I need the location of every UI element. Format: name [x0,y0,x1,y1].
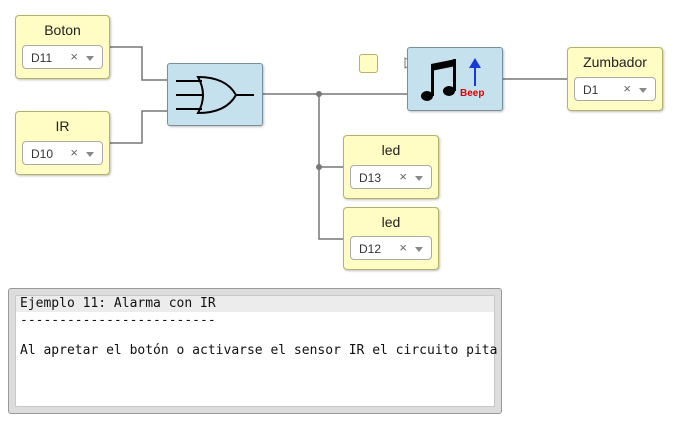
output-block-led-d13[interactable]: led D13 × [343,135,439,199]
wire-junction [316,91,322,97]
chevron-down-icon[interactable] [415,247,423,252]
buzzer-input-pin[interactable] [359,54,378,73]
block-title: Zumbador [583,54,647,70]
comment-line: Ejemplo 11: Alarma con IR [16,296,494,312]
clear-icon[interactable]: × [623,81,631,96]
chevron-down-icon[interactable] [86,56,94,61]
comment-line: Al apretar el botón o activarse el senso… [20,343,498,358]
pin-select[interactable]: D1 × [574,77,656,101]
wire-junction [316,164,322,170]
pin-value: D13 [359,171,382,185]
or-gate-icon [176,75,254,115]
or-gate-block[interactable] [167,63,263,126]
buzzer-block[interactable]: Beep [407,47,503,111]
block-title: led [381,214,401,230]
output-block-led-d12[interactable]: led D12 × [343,207,439,270]
comment-line: ------------------------- [20,313,216,328]
clear-icon[interactable]: × [399,240,407,255]
pin-value: D10 [31,147,54,161]
music-note-icon [421,58,481,101]
input-block-ir[interactable]: IR D10 × [15,111,110,175]
clear-icon[interactable]: × [70,145,78,160]
pin-select[interactable]: D11 × [22,45,103,69]
pin-select[interactable]: D13 × [350,165,432,189]
block-title: Boton [44,22,81,38]
pin-value: D11 [31,51,53,65]
pin-select[interactable]: D12 × [350,236,432,260]
beep-label: Beep [460,88,485,99]
wire-to-led-d12 [318,167,343,240]
comment-text-area[interactable]: Ejemplo 11: Alarma con IR --------------… [15,295,498,407]
pin-select[interactable]: D10 × [22,141,103,165]
arrow-up-icon [469,58,481,86]
chevron-down-icon[interactable] [415,176,423,181]
input-block-boton[interactable]: Boton D11 × [15,15,110,79]
wire-ir-to-or [110,110,167,144]
chevron-down-icon[interactable] [639,88,647,93]
comment-block[interactable]: Ejemplo 11: Alarma con IR --------------… [8,288,502,414]
chevron-down-icon[interactable] [86,152,94,157]
block-title: led [381,142,401,158]
output-block-zumbador[interactable]: Zumbador D1 × [567,47,663,111]
pin-value: D12 [359,242,382,256]
clear-icon[interactable]: × [399,169,407,184]
wire-to-led-d13 [318,94,343,168]
block-title: IR [55,118,70,134]
pin-value: D1 [583,83,599,97]
clear-icon[interactable]: × [70,49,78,64]
wire-boton-to-or [110,46,167,81]
